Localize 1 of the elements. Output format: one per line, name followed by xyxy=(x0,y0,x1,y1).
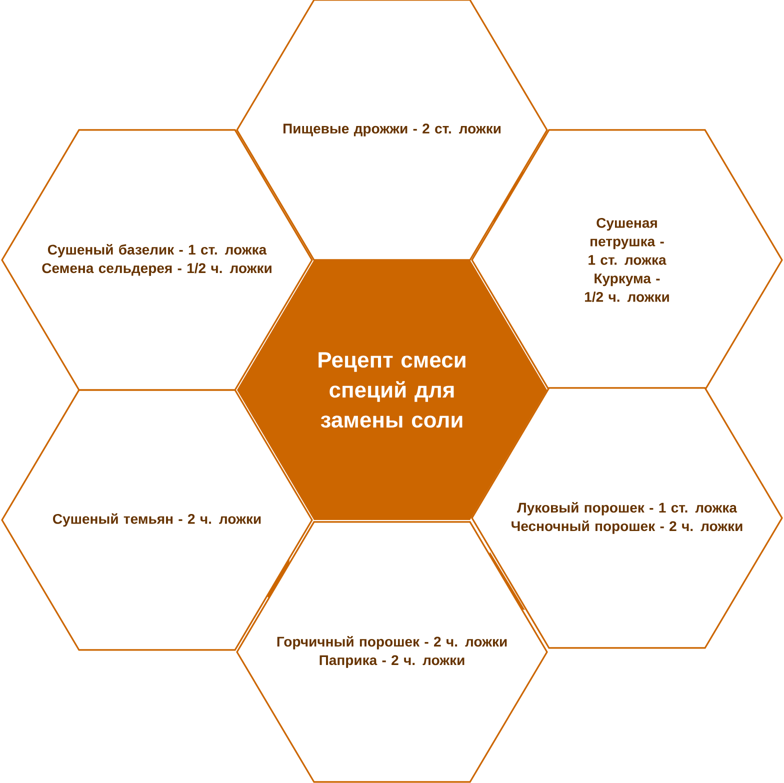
node-label: Паприка - 2 ч. ложки xyxy=(320,655,464,668)
